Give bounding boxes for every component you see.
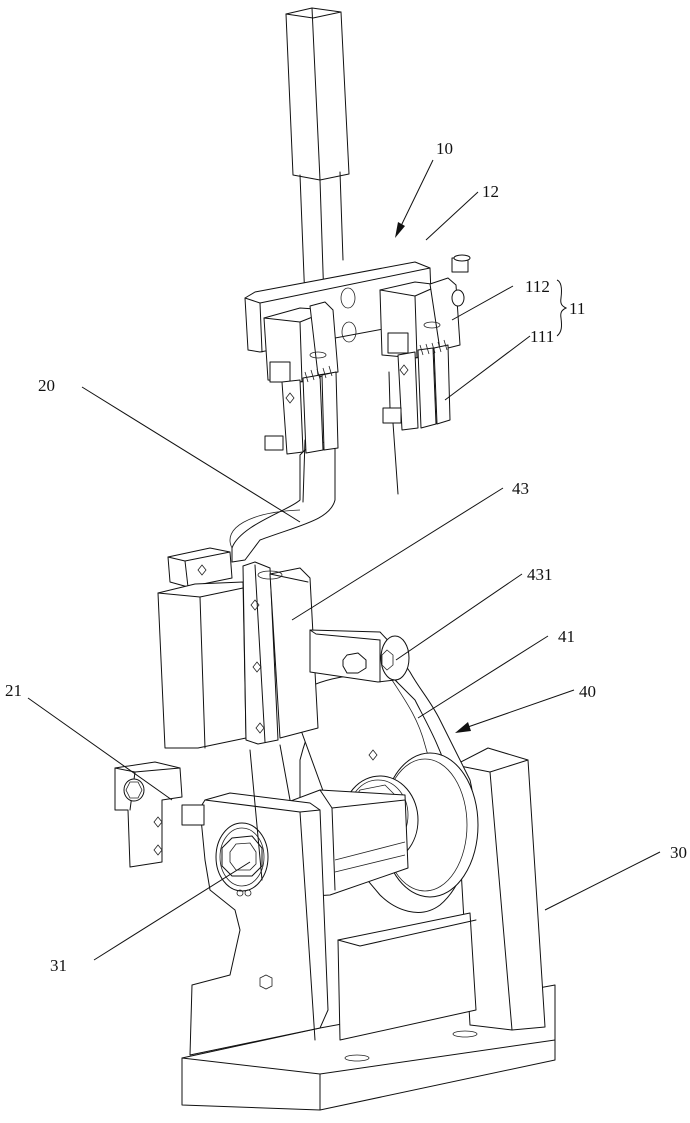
leader-10 <box>399 159 434 229</box>
label-31: 31 <box>50 956 67 975</box>
leader-30 <box>544 851 661 911</box>
label-20: 20 <box>38 376 55 395</box>
arrow-head-10 <box>395 222 405 238</box>
leader-20 <box>81 386 301 523</box>
leader-31 <box>93 861 251 961</box>
vertical-column <box>249 7 350 881</box>
label-40: 40 <box>579 682 596 701</box>
roller-follower <box>380 635 410 681</box>
label-431: 431 <box>527 565 553 584</box>
label-112: 112 <box>525 277 550 296</box>
roller-arm <box>309 629 410 683</box>
label-10: 10 <box>436 139 453 158</box>
leader-112 <box>451 285 514 321</box>
side-bracket <box>114 761 205 868</box>
base-frame <box>181 747 556 1111</box>
label-12: 12 <box>482 182 499 201</box>
left-gripper-unit <box>263 301 339 455</box>
label-30: 30 <box>670 843 687 862</box>
label-111: 111 <box>530 327 554 346</box>
label-43: 43 <box>512 479 529 498</box>
leader-lines <box>27 159 661 961</box>
brace-11 <box>556 279 568 337</box>
label-41: 41 <box>558 627 575 646</box>
leader-43 <box>291 487 504 621</box>
arrow-head-40 <box>455 722 471 733</box>
guide-block <box>157 547 319 749</box>
leader-21 <box>27 697 173 801</box>
leader-431 <box>395 573 523 661</box>
leader-40 <box>464 689 575 729</box>
vertical-slide-arm <box>229 439 336 563</box>
label-11: 11 <box>569 299 585 318</box>
leader-111 <box>444 335 531 401</box>
leader-41 <box>417 635 549 719</box>
label-21: 21 <box>5 681 22 700</box>
front-upright <box>189 792 329 1056</box>
right-gripper-unit <box>379 254 471 495</box>
reference-labels: 10 12 112 11 111 20 43 431 41 40 21 31 3… <box>5 139 687 975</box>
leader-12 <box>425 191 479 241</box>
